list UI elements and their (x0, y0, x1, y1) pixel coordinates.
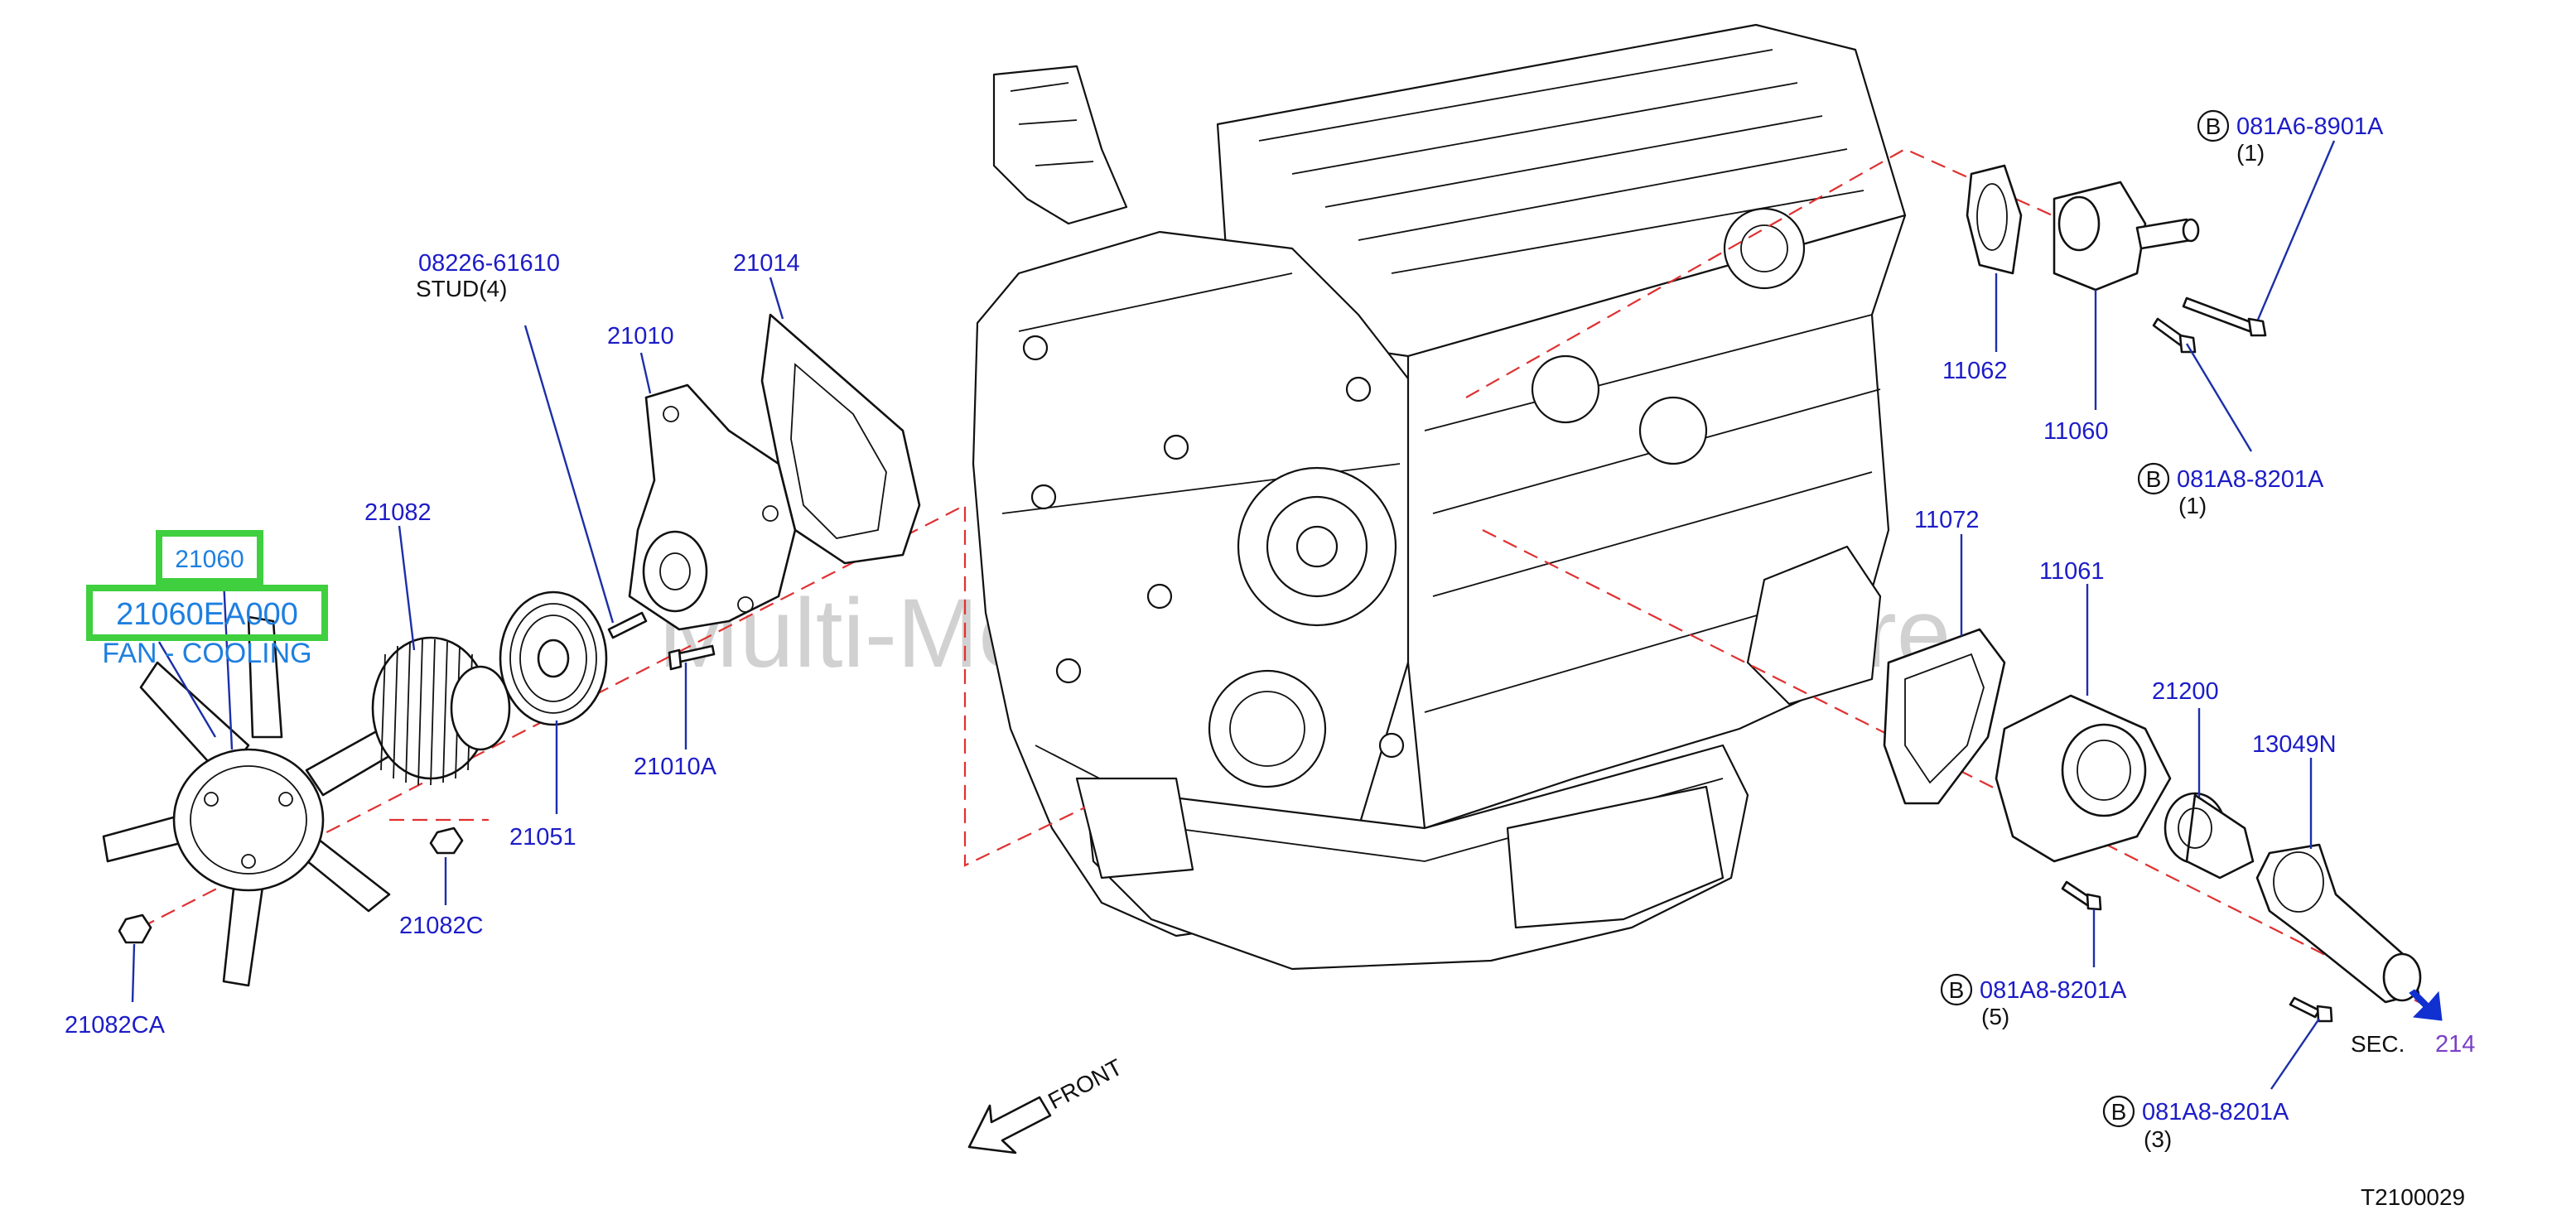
thermostat-21200-illustration (2164, 792, 2255, 880)
stud-illustration (607, 611, 648, 639)
part-description: FAN - COOLING (102, 638, 311, 669)
bolt-21010A-illustration (668, 644, 716, 671)
nut-21082CA-illustration (118, 913, 152, 944)
qty-label-081A8-8201A-mid: (5) (1981, 1004, 2009, 1029)
cooling-fan-illustration (102, 615, 395, 987)
part-label-11061[interactable]: 11061 (2039, 558, 2105, 585)
stud-qty-label: STUD(4) (416, 276, 507, 301)
catalog-number-21060EA000[interactable]: 21060EA000 (116, 597, 298, 632)
bolt-081A6-8901A-illustration (2182, 296, 2267, 337)
part-label-081A8-8201A-bot[interactable]: 081A8-8201A (2142, 1099, 2289, 1125)
part-label-21051[interactable]: 21051 (509, 824, 576, 851)
engine-block-illustration (972, 23, 1907, 971)
water-outlet-11060-illustration (2053, 181, 2200, 292)
water-inlet-13049N-illustration (2255, 843, 2422, 1004)
bolt-callout-081A6-8901A[interactable]: B 081A6-8901A (1) (2197, 109, 2384, 166)
part-label-21010[interactable]: 21010 (607, 323, 674, 349)
bolt-b-badge (2102, 1095, 2135, 1128)
highlighted-part-21060[interactable]: 21060 21060EA000 FAN - COOLING (86, 530, 328, 669)
bolt-b-badge (2137, 462, 2170, 495)
bolt-081A8-8201A-mid-illustration (2061, 880, 2102, 911)
part-label-21014[interactable]: 21014 (733, 250, 800, 277)
part-label-11062[interactable]: 11062 (1942, 358, 2008, 384)
part-label-081A8-8201A-mid[interactable]: 081A8-8201A (1980, 977, 2127, 1004)
part-label-081A6-8901A[interactable]: 081A6-8901A (2236, 113, 2384, 140)
bolt-b-badge (2197, 109, 2230, 142)
bolt-callout-081A8-8201A-bot[interactable]: B 081A8-8201A (3) (2102, 1095, 2289, 1152)
leader-lines (131, 140, 2336, 1090)
bolt-081A8-8201A-bot-illustration (2289, 996, 2333, 1023)
part-label-08226-61610[interactable]: 08226-61610 (418, 250, 560, 277)
section-label: SEC. (2351, 1031, 2405, 1057)
part-label-11060[interactable]: 11060 (2043, 418, 2109, 445)
water-pump-illustration (628, 383, 797, 631)
thermostat-housing-11061-illustration (1995, 694, 2172, 863)
part-label-21082CA[interactable]: 21082CA (65, 1012, 166, 1039)
pulley-illustration (499, 590, 608, 726)
bolt-b-letter: B (1949, 977, 1965, 1003)
part-label-21082[interactable]: 21082 (364, 499, 432, 526)
fan-clutch-illustration (371, 636, 511, 786)
qty-label-081A8-8201A-bot: (3) (2144, 1126, 2172, 1152)
nut-21082C-illustration (429, 827, 464, 855)
diagram-code: T2100029 (2361, 1184, 2465, 1210)
water-pump-gasket-illustration (760, 313, 921, 565)
part-number-21060[interactable]: 21060 (175, 546, 244, 573)
bolt-b-letter: B (2111, 1099, 2127, 1125)
section-number-link[interactable]: 214 (2435, 1031, 2475, 1058)
front-label: FRONT (1044, 1054, 1126, 1115)
part-label-21082C[interactable]: 21082C (399, 913, 484, 939)
part-label-13049N[interactable]: 13049N (2252, 731, 2337, 758)
bolt-callout-081A8-8201A-mid[interactable]: B 081A8-8201A (5) (1940, 973, 2127, 1029)
gasket-11072-illustration (1883, 628, 2006, 805)
bolt-b-letter: B (2206, 113, 2221, 139)
bolt-b-letter: B (2146, 466, 2162, 492)
highlight-box-21060 (156, 530, 263, 585)
sec-arrow-icon (2409, 989, 2443, 1021)
highlight-box-catalog (86, 585, 328, 641)
qty-label-081A6-8901A: (1) (2236, 140, 2265, 166)
qty-label-081A8-8201A-top: (1) (2178, 493, 2207, 518)
front-arrow-icon (967, 1096, 1052, 1154)
gasket-11062-illustration (1966, 164, 2023, 275)
part-label-21200[interactable]: 21200 (2152, 678, 2219, 705)
bolt-b-badge (1940, 973, 1973, 1006)
part-label-081A8-8201A-top[interactable]: 081A8-8201A (2177, 466, 2324, 493)
part-label-11072[interactable]: 11072 (1914, 507, 1980, 533)
bolt-callout-081A8-8201A-top[interactable]: B 081A8-8201A (1) (2137, 462, 2324, 518)
part-label-21010A[interactable]: 21010A (634, 754, 717, 780)
